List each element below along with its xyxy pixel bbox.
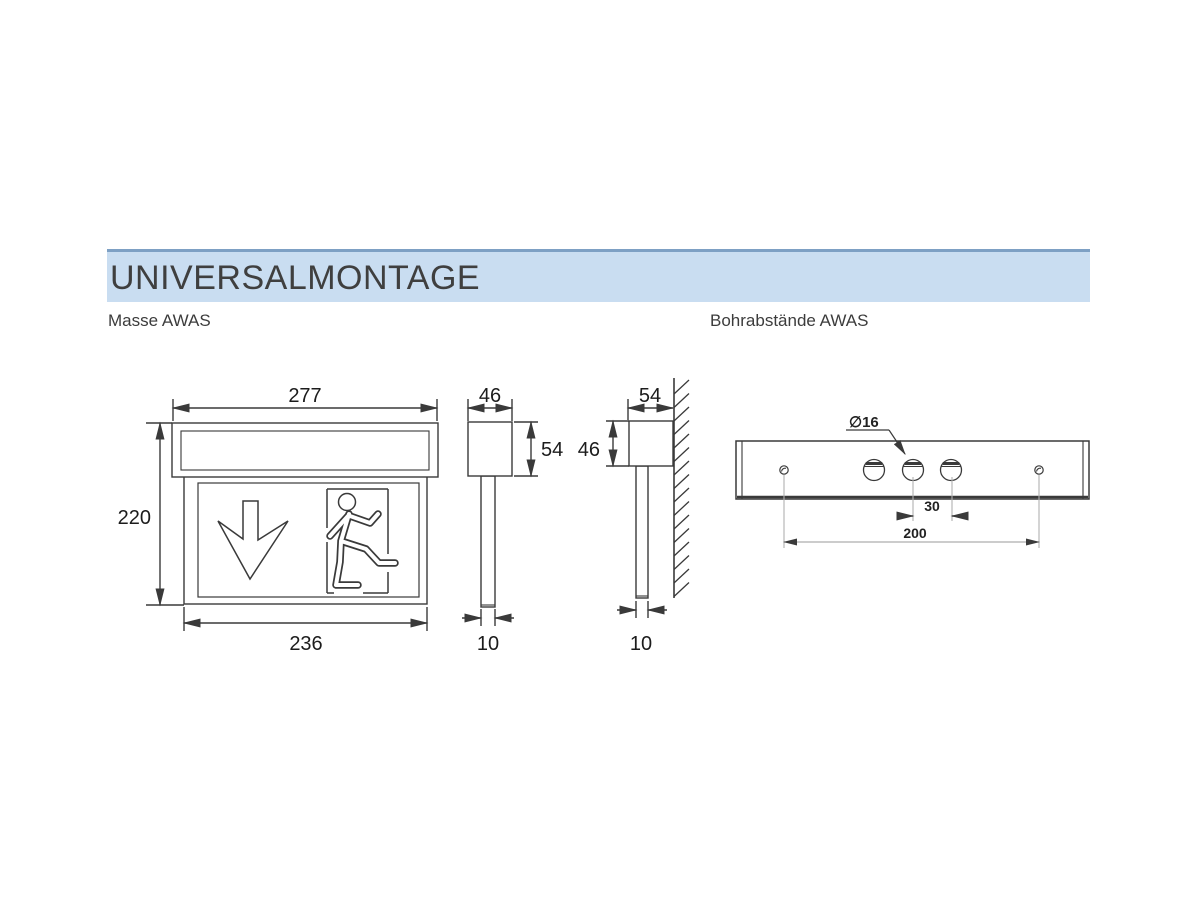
ceiling-blade-label: 10	[477, 633, 499, 655]
drill-diameter-label: ∅16	[849, 414, 879, 431]
front-top-width-label: 277	[288, 385, 321, 407]
wall-width-label: 54	[639, 385, 661, 407]
diameter-leader	[846, 429, 906, 456]
ceiling-height-label: 54	[541, 439, 563, 461]
front-bottom-width-label: 236	[289, 633, 322, 655]
ceiling-width-label: 46	[479, 385, 501, 407]
subtitle-masse-awas: Masse AWAS	[108, 311, 211, 330]
wall-hatching	[673, 378, 690, 598]
door-frame-pictogram	[326, 488, 389, 594]
front-height-label: 220	[118, 507, 151, 529]
page-title: UNIVERSALMONTAGE	[110, 259, 481, 297]
front-view-drawing	[146, 399, 439, 631]
drill-spacing-30-label: 30	[924, 498, 940, 514]
drill-view-drawing	[735, 429, 1090, 548]
down-arrow-pictogram	[217, 500, 289, 581]
wall-height-label: 46	[578, 439, 600, 461]
section-header-bar: UNIVERSALMONTAGE	[107, 249, 1090, 302]
screw-hole-right	[1034, 465, 1044, 475]
wall-side-view-drawing	[606, 378, 690, 618]
wall-blade-label: 10	[630, 633, 652, 655]
ceiling-side-view-drawing	[462, 399, 538, 626]
subtitle-bohrabstaende-awas: Bohrabstände AWAS	[710, 311, 869, 330]
running-man-pictogram	[326, 492, 399, 589]
drill-spacing-200-label: 200	[903, 525, 927, 541]
keyhole-slots	[862, 458, 963, 482]
screw-hole-left	[779, 465, 789, 475]
